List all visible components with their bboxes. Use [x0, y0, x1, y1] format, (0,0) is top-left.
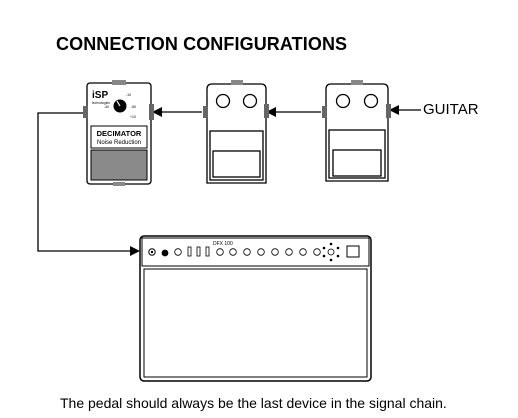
- decimator-pedal: iSP technologies -10 -40 -60 +10 DECIMAT…: [83, 80, 154, 186]
- decimator-scale-top: -10: [126, 93, 131, 97]
- pedal-2-knob-left: [215, 93, 231, 109]
- pedal-3-knob-left: [335, 93, 351, 109]
- amp-model: DFX 100: [213, 241, 233, 247]
- effect-pedal-3: [322, 80, 391, 182]
- page-title: CONNECTION CONFIGURATIONS: [56, 34, 348, 54]
- amplifier: DFX 100: [139, 235, 372, 382]
- pedal-2-knob-right: [242, 93, 258, 109]
- arrowhead-into-decimator: [152, 107, 162, 117]
- amp-speaker-grille: [143, 268, 368, 378]
- effect-pedal-2: [203, 80, 269, 184]
- pedal-3-jack-left: [322, 106, 327, 118]
- decimator-name: DECIMATOR: [97, 129, 142, 138]
- cable-arrowheads: [130, 105, 399, 256]
- cable-decimator-to-amp: [37, 112, 136, 252]
- pedal-3-knob-right: [363, 93, 379, 109]
- pedal-3-jack-right: [386, 104, 391, 118]
- arrowhead-into-amp: [130, 246, 140, 256]
- decimator-scale-right: -60: [131, 105, 136, 109]
- decimator-brand: iSP: [92, 90, 108, 101]
- decimator-jack-right: [149, 104, 154, 120]
- amp-controls: [161, 242, 360, 262]
- pedal-2-jack-left: [203, 106, 208, 118]
- pedal-2-jack-right: [264, 104, 269, 118]
- decimator-scale-bottom: +10: [130, 115, 136, 119]
- guitar-label: GUITAR: [423, 101, 479, 118]
- arrowhead-into-pedal-2: [266, 107, 276, 117]
- decimator-scale-left: -40: [104, 105, 109, 109]
- decimator-brand-sub: technologies: [92, 101, 110, 105]
- arrowhead-into-pedal-3: [389, 105, 399, 115]
- decimator-footswitch: [90, 149, 148, 181]
- decimator-jack-left: [83, 106, 88, 118]
- decimator-subtitle: Noise Reduction: [97, 140, 141, 146]
- caption: The pedal should always be the last devi…: [60, 395, 447, 411]
